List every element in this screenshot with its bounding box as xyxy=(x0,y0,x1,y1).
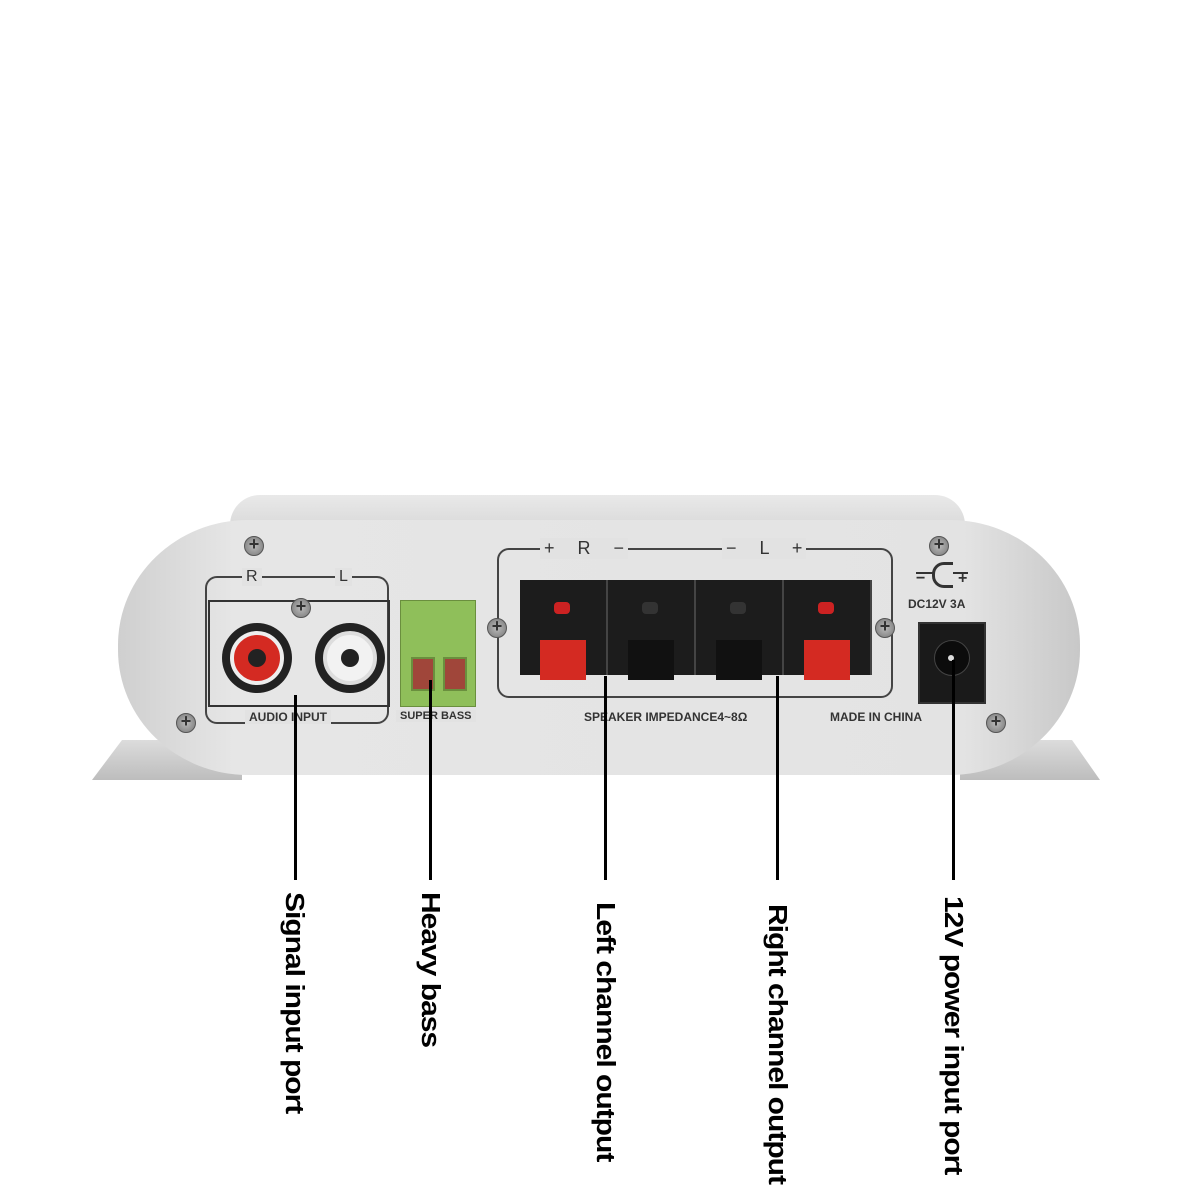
left-channel-polarity: − L + xyxy=(722,538,807,559)
screw-icon xyxy=(291,596,311,618)
screw-icon xyxy=(487,616,507,638)
minus-sign: − xyxy=(726,538,737,558)
terminal-screw xyxy=(443,657,467,691)
super-bass-label: SUPER BASS xyxy=(396,710,476,722)
minus-sign: − xyxy=(613,538,625,558)
screw-icon xyxy=(929,534,949,556)
power-rating-label: DC12V 3A xyxy=(908,597,966,611)
rca-jack-left[interactable] xyxy=(315,623,385,693)
right-channel-polarity: + R − xyxy=(540,538,629,559)
screw-icon xyxy=(875,616,895,638)
plus-sign: + xyxy=(791,538,803,558)
channel-r-label: R xyxy=(242,568,262,586)
r-sign: R xyxy=(577,538,591,558)
callout-line-power-input xyxy=(952,660,955,880)
callout-line-heavy-bass xyxy=(429,680,432,880)
screw-icon xyxy=(244,534,264,556)
rca-jack-right[interactable] xyxy=(222,623,292,693)
terminal-left-minus[interactable] xyxy=(696,580,784,680)
channel-l-label: L xyxy=(335,568,352,586)
plus-sign: + xyxy=(958,570,968,587)
callout-signal-input-port: Signal input port xyxy=(279,892,308,1114)
callout-heavy-bass: Heavy bass xyxy=(415,892,444,1048)
terminal-right-minus[interactable] xyxy=(608,580,696,680)
impedance-label: SPEAKER IMPEDANCE4~8Ω xyxy=(584,710,748,724)
callout-line-right-output xyxy=(776,676,779,880)
audio-input-label: AUDIO INPUT xyxy=(245,710,331,724)
speaker-terminal-block xyxy=(520,580,872,680)
l-sign: L xyxy=(759,538,769,558)
dc-polarity-icon: − + xyxy=(912,560,972,588)
super-bass-terminal[interactable] xyxy=(400,600,476,707)
callout-line-signal-input xyxy=(294,695,297,880)
screw-icon xyxy=(176,711,196,733)
plus-sign: + xyxy=(544,538,555,558)
screw-icon xyxy=(986,711,1006,733)
terminal-left-plus[interactable] xyxy=(784,580,872,680)
callout-left-channel-output: Left channel output xyxy=(590,902,619,1162)
made-in-label: MADE IN CHINA xyxy=(830,710,922,724)
terminal-right-plus[interactable] xyxy=(520,580,608,680)
minus-sign: − xyxy=(916,570,926,587)
callout-12v-power-input-port: 12V power input port xyxy=(938,896,967,1175)
callout-right-channel-output: Right channel output xyxy=(762,904,791,1184)
callout-line-left-output xyxy=(604,676,607,880)
